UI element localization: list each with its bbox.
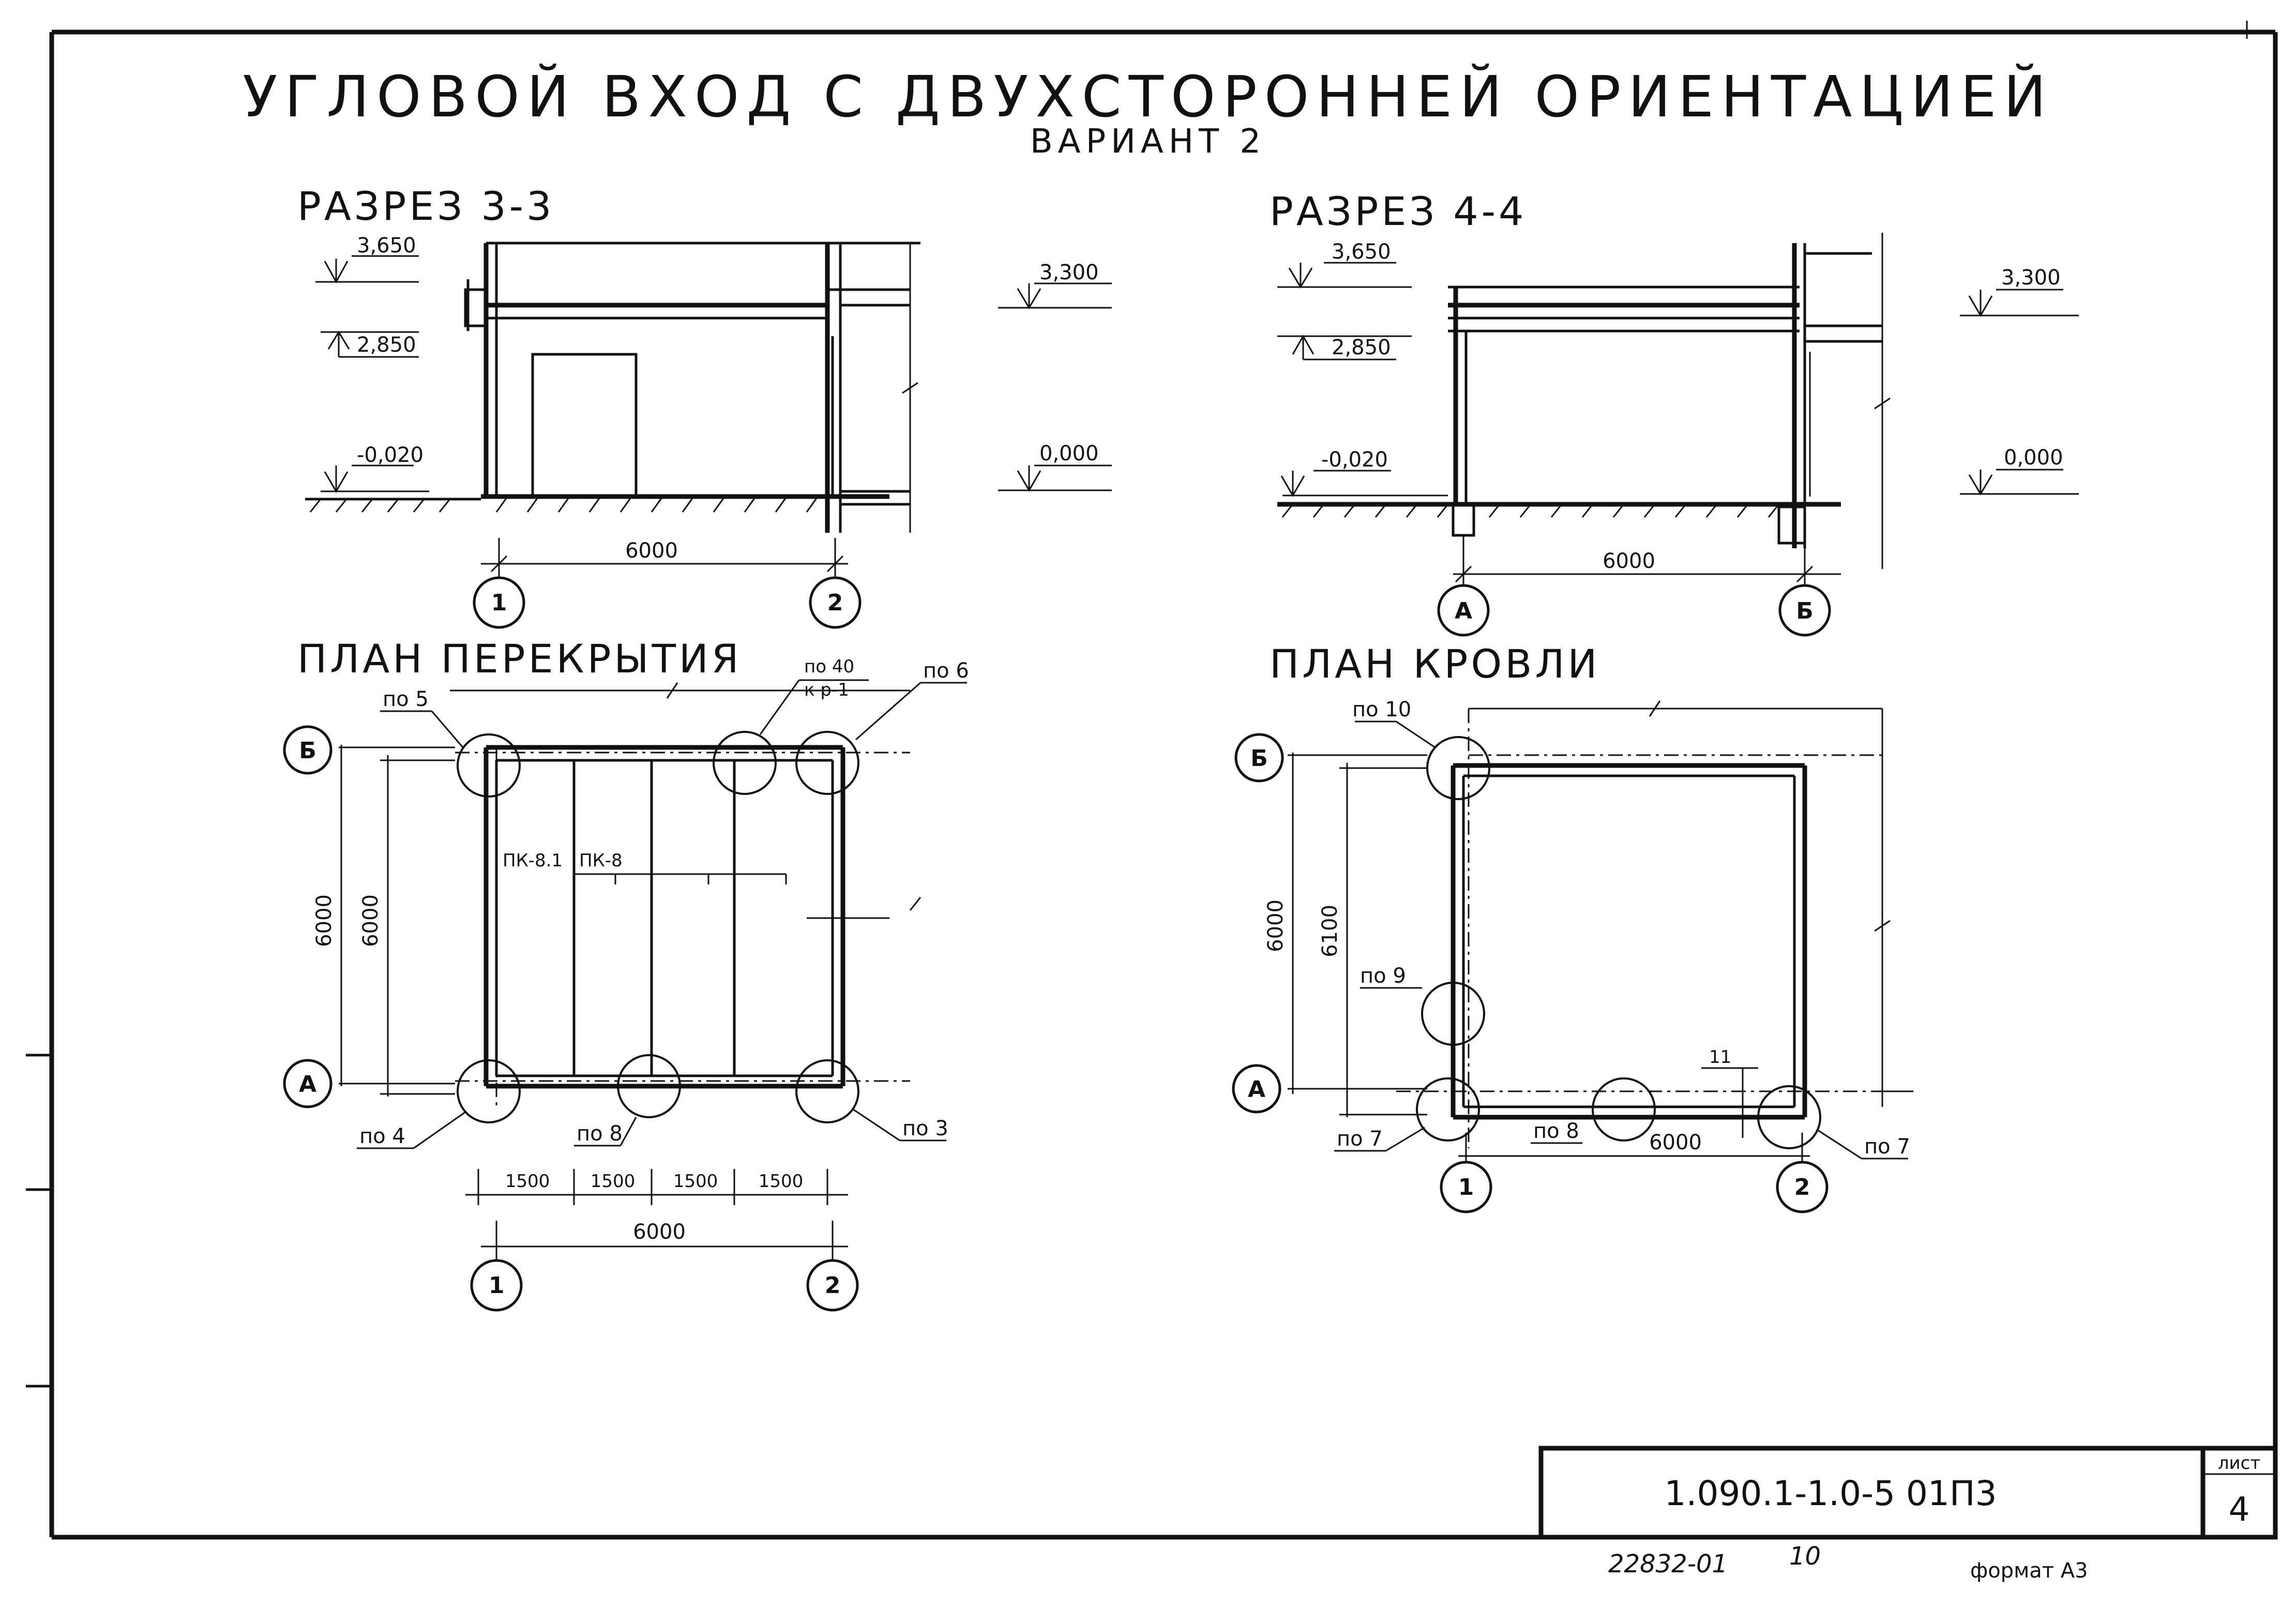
roof-axis-b: Б <box>1250 745 1268 772</box>
roof-dim-small: 11 <box>1709 1047 1731 1068</box>
section-3-3: РАЗРЕЗ 3-3 3,650 2,850 -0,020 <box>297 183 1112 629</box>
slab-axis-b: Б <box>299 738 316 764</box>
slab-callout-6: по 6 <box>923 659 969 683</box>
slab-beam-1: ПК-8.1 <box>503 850 563 871</box>
s33-axis-1: 1 <box>491 590 507 616</box>
slab-plan-title: ПЛАН ПЕРЕКРЫТИЯ <box>297 636 742 682</box>
s33-axis-2: 2 <box>827 590 843 616</box>
roof-callout-9: по 9 <box>1360 964 1406 988</box>
s44-axis-b: Б <box>1796 598 1814 624</box>
roof-dim-horiz: 6000 <box>1649 1131 1702 1154</box>
sheet-label: лист <box>2218 1453 2260 1474</box>
roof-axis-a: А <box>1248 1076 1265 1103</box>
s44-elev-top: 3,650 <box>1332 240 1391 264</box>
s33-elev-right-floor: 0,000 <box>1039 442 1099 465</box>
slab-dim-seg4: 1500 <box>759 1171 804 1192</box>
slab-dim-vert-outer: 6000 <box>312 894 336 947</box>
slab-callout-5: по 5 <box>383 687 429 711</box>
sheet-frame <box>26 21 2278 1540</box>
roof-plan-title: ПЛАН КРОВЛИ <box>1270 641 1600 687</box>
roof-dim-vert-inner: 6100 <box>1318 905 1342 957</box>
roof-plan: ПЛАН КРОВЛИ по 10 по 9 по 7 по 8 <box>1232 641 1913 1213</box>
drawing-code: 1.090.1-1.0-5 01П3 <box>1664 1474 1997 1513</box>
slab-callout-3: по 3 <box>902 1117 948 1140</box>
s44-axis-a: А <box>1455 598 1472 624</box>
roof-callout-7-left: по 7 <box>1337 1127 1383 1151</box>
s33-elev-right-top: 3,300 <box>1039 261 1099 284</box>
slab-callout-4: по 4 <box>359 1124 405 1148</box>
s44-elev-right-top: 3,300 <box>2001 266 2061 290</box>
slab-callout-40: по 40 <box>804 656 854 677</box>
roof-axis-2: 2 <box>1794 1174 1810 1200</box>
roof-callout-7-right: по 7 <box>1864 1135 1910 1159</box>
page-number: 10 <box>1789 1542 1821 1571</box>
slab-dim-total: 6000 <box>633 1220 686 1244</box>
slab-callout-40-sub: к р-1 <box>804 680 849 700</box>
slab-dim-vert-inner: 6000 <box>359 894 383 947</box>
section-3-3-title: РАЗРЕЗ 3-3 <box>297 183 554 229</box>
slab-dim-seg2: 1500 <box>591 1171 636 1192</box>
s44-elev-ground: -0,020 <box>1321 448 1388 472</box>
s33-dim: 6000 <box>625 539 678 563</box>
s44-dim: 6000 <box>1603 549 1655 573</box>
slab-beam-2: ПК-8 <box>579 850 623 871</box>
title-block: 1.090.1-1.0-5 01П3 лист 4 <box>1538 1446 2278 1540</box>
s33-elev-mid: 2,850 <box>357 333 416 357</box>
roof-axis-1: 1 <box>1458 1174 1474 1200</box>
archive-number: 22832-01 <box>1608 1550 1728 1579</box>
section-4-4-title: РАЗРЕЗ 4-4 <box>1270 188 1527 234</box>
roof-callout-8: по 8 <box>1533 1119 1579 1143</box>
section-4-4: РАЗРЕЗ 4-4 3,650 2,850 -0,020 <box>1270 188 2079 637</box>
slab-callout-8: по 8 <box>577 1122 623 1146</box>
roof-dim-vert-outer: 6000 <box>1264 899 1288 952</box>
s44-elev-mid: 2,850 <box>1332 336 1391 359</box>
slab-plan: ПЛАН ПЕРЕКРЫТИЯ ПК-8.1 ПК-8 <box>283 636 969 1312</box>
roof-callout-10: по 10 <box>1352 698 1411 722</box>
sheet-number: 4 <box>2229 1491 2250 1529</box>
s44-elev-right-floor: 0,000 <box>2004 446 2063 470</box>
slab-dim-seg3: 1500 <box>673 1171 718 1192</box>
slab-axis-1: 1 <box>489 1272 505 1299</box>
slab-dim-seg1: 1500 <box>505 1171 550 1192</box>
slab-axis-2: 2 <box>825 1272 841 1299</box>
sheet-title: УГЛОВОЙ ВХОД С ДВУХСТОРОННЕЙ ОРИЕНТАЦИЕЙ <box>243 63 2053 130</box>
s33-elev-ground: -0,020 <box>357 443 424 467</box>
s33-elev-top: 3,650 <box>357 234 416 258</box>
format-label: формат А3 <box>1970 1559 2088 1583</box>
sheet-subtitle: ВАРИАНТ 2 <box>1030 123 1266 161</box>
slab-axis-a: А <box>299 1071 316 1098</box>
